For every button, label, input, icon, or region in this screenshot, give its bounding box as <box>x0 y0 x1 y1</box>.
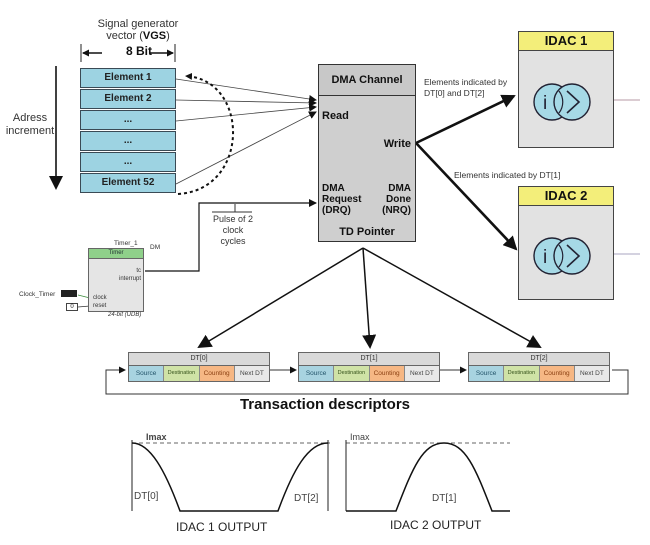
descriptor-name: DT[1] <box>299 353 439 366</box>
idac1-imax-label: Imax <box>146 432 167 442</box>
idac2-output-title: IDAC 2 OUTPUT <box>390 518 482 532</box>
dma-read-port: Read <box>322 110 349 122</box>
field-next-dt: Next DT <box>234 366 269 381</box>
vgs-title: Signal generator vector (VGS) <box>78 18 198 42</box>
field-destination: Destination <box>164 366 200 381</box>
descriptor-dt1: DT[1] Source Destination Counting Next D… <box>298 352 440 382</box>
write-arrow-idac1 <box>415 94 516 145</box>
idac1-waveform <box>131 442 329 512</box>
field-next-dt: Next DT <box>574 366 609 381</box>
bit-width-arrows <box>80 44 176 62</box>
idac1-dt2-label: DT[2] <box>294 493 319 504</box>
idac2-waveform <box>346 442 510 512</box>
idac2-imax-label: Imax <box>350 432 370 442</box>
vgs-element: ... <box>80 110 176 130</box>
field-counting: Counting <box>539 366 575 381</box>
vgs-title-line1: Signal generator <box>97 18 179 30</box>
td-pointer-arrows <box>197 247 542 349</box>
current-source-icon: i <box>533 237 591 275</box>
vgs-bit-width: 8 Bit <box>125 44 152 58</box>
address-label-line2: increment <box>5 125 55 137</box>
field-counting: Counting <box>369 366 405 381</box>
idac2-dt1-label: DT[1] <box>432 493 457 504</box>
field-source: Source <box>469 366 505 381</box>
vgs-memory: Element 1 Element 2 ... ... ... Element … <box>80 68 176 194</box>
address-label-line1: Adress <box>12 112 48 124</box>
write-arrow-idac2 <box>415 142 518 251</box>
idac2-block: IDAC 2 i <box>518 186 614 300</box>
field-source: Source <box>129 366 165 381</box>
field-destination: Destination <box>504 366 540 381</box>
drq-wire <box>145 199 317 272</box>
field-destination: Destination <box>334 366 370 381</box>
idac1-title: IDAC 1 <box>519 32 613 51</box>
timer-reset-pin: reset <box>93 303 107 309</box>
idac2-note: Elements indicated by DT[1] <box>454 170 561 180</box>
field-counting: Counting <box>199 366 235 381</box>
timer-dm-label: DM <box>150 244 161 251</box>
field-next-dt: Next DT <box>404 366 439 381</box>
timer-clock-pin: clock <box>93 295 107 301</box>
timer-interrupt-pin: interrupt <box>118 276 141 282</box>
idac2-title: IDAC 2 <box>519 187 613 206</box>
dma-write-port: Write <box>383 138 411 150</box>
timer-component[interactable]: Timer tc interrupt clock reset <box>88 248 144 312</box>
idac1-output-title: IDAC 1 OUTPUT <box>176 520 268 534</box>
svg-text:i: i <box>543 93 547 114</box>
vgs-element: ... <box>80 152 176 172</box>
vgs-element: ... <box>80 131 176 151</box>
read-lines <box>175 78 317 185</box>
vgs-element: Element 52 <box>80 173 176 193</box>
idac1-dt0-label: DT[0] <box>134 491 159 502</box>
timer-footer: 24-bit (UDB) <box>108 312 142 318</box>
clock-source-icon[interactable] <box>61 290 77 297</box>
idac1-block: IDAC 1 i <box>518 31 614 148</box>
descriptor-dt2: DT[2] Source Destination Counting Next D… <box>468 352 610 382</box>
descriptor-name: DT[2] <box>469 353 609 366</box>
vgs-element: Element 1 <box>80 68 176 88</box>
address-increment-label: Adress increment <box>2 112 58 138</box>
descriptor-name: DT[0] <box>129 353 269 366</box>
timer-tc-pin: tc <box>136 268 141 274</box>
timer-header: Timer <box>89 249 143 259</box>
vgs-title-line2: vector (VGS) <box>106 30 170 42</box>
idac1-output-plot <box>131 440 330 512</box>
vgs-element: Element 2 <box>80 89 176 109</box>
reset-logic-value: 0 <box>66 303 78 311</box>
current-source-icon: i <box>533 83 591 121</box>
loop-back-dashed <box>177 72 234 195</box>
transaction-descriptors-title: Transaction descriptors <box>239 396 411 413</box>
timer-instance-name: Timer_1 <box>114 240 138 247</box>
field-source: Source <box>299 366 335 381</box>
svg-text:i: i <box>543 247 547 268</box>
td-pointer-label: TD Pointer <box>339 226 395 238</box>
descriptor-dt0: DT[0] Source Destination Counting Next D… <box>128 352 270 382</box>
dma-channel-title: DMA Channel <box>319 65 415 96</box>
descriptor-chain <box>105 366 629 395</box>
clock-source-label: Clock_Timer <box>19 291 56 298</box>
idac2-output-plot <box>345 440 510 512</box>
